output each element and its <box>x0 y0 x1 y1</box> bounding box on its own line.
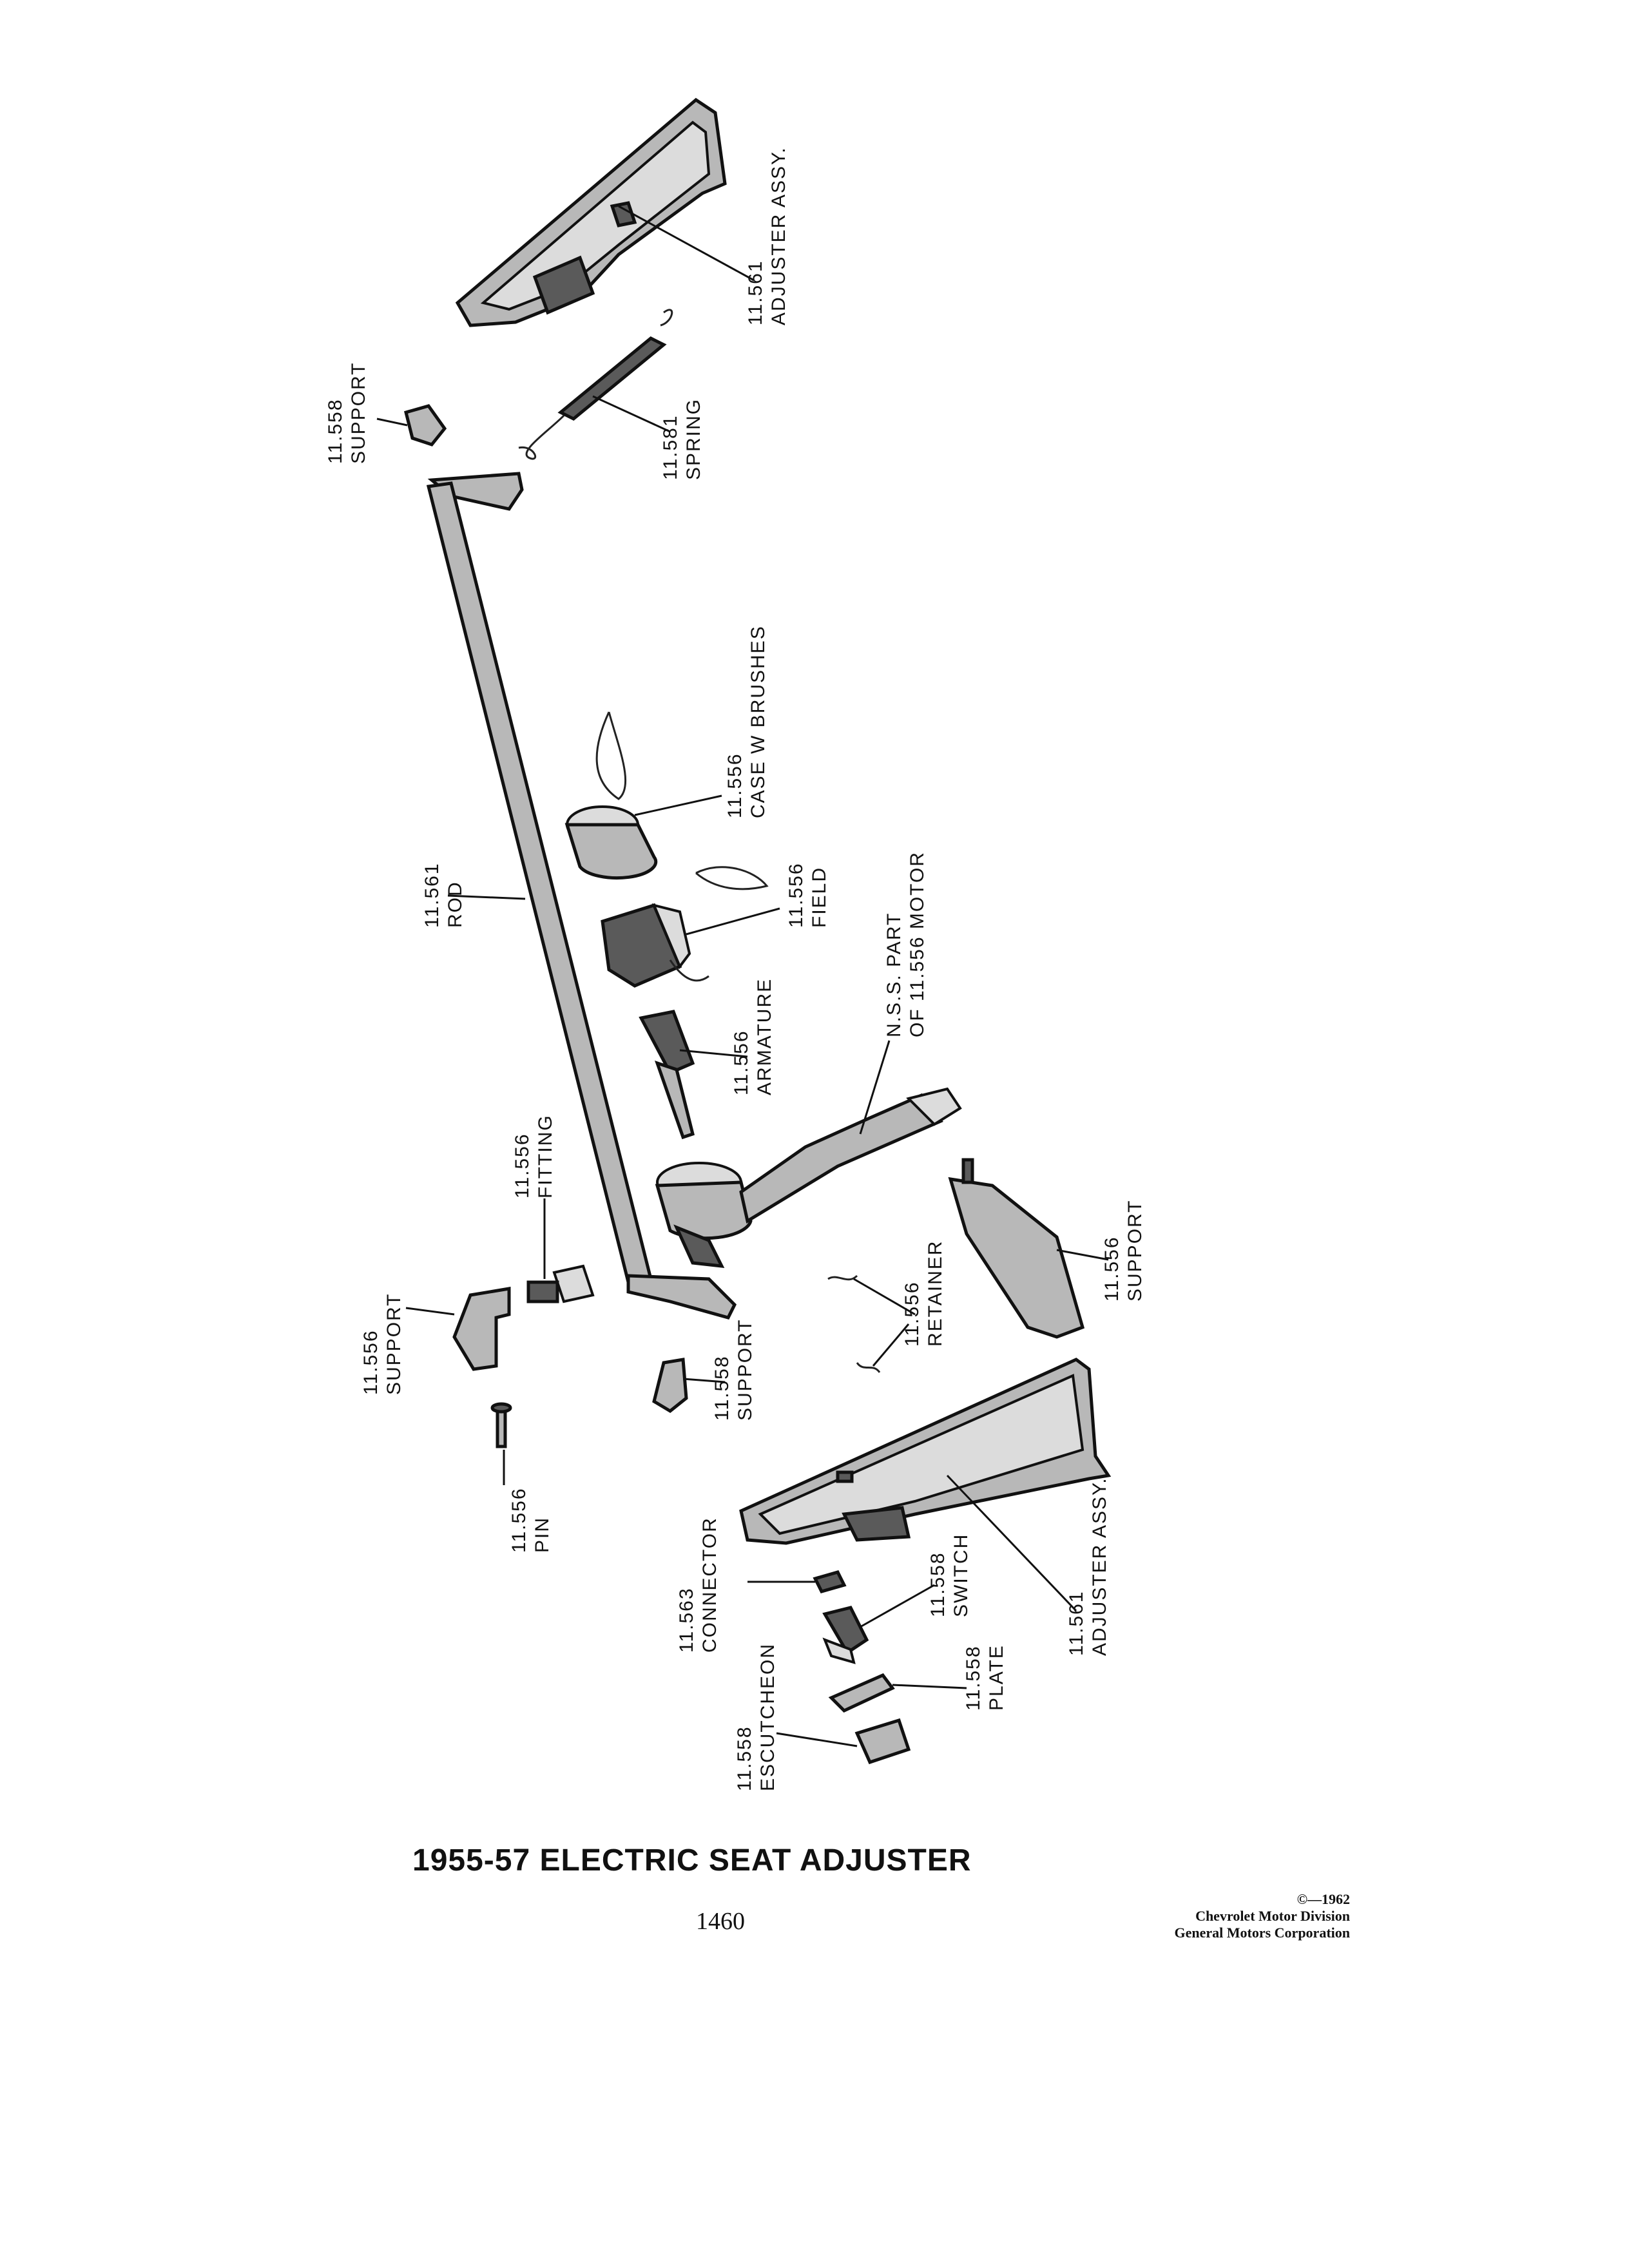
nss-part-line1: N.S.S. PART <box>883 912 905 1037</box>
page-number: 1460 <box>696 1908 745 1935</box>
adjuster-assembly-bottom-part <box>739 1358 1112 1545</box>
adjuster-assembly-top-part <box>455 97 727 327</box>
copyright-division: Chevrolet Motor Division <box>1195 1908 1350 1924</box>
switch-number: 11.558 <box>927 1552 949 1617</box>
support-right-name: SUPPORT <box>1124 1200 1146 1302</box>
connector-number: 11.563 <box>676 1587 697 1653</box>
support-mid-name: SUPPORT <box>735 1319 756 1421</box>
fitting-number: 11.556 <box>512 1133 533 1198</box>
escutcheon-part <box>854 1718 911 1765</box>
field-name: FIELD <box>809 867 830 928</box>
pin-part <box>490 1402 512 1448</box>
support-top-number: 11.558 <box>325 398 346 464</box>
switch-part <box>822 1606 869 1664</box>
field-number: 11.556 <box>786 862 807 928</box>
copyright-corporation: General Motors Corporation <box>1174 1925 1351 1941</box>
support-left-number: 11.556 <box>360 1329 381 1395</box>
pin-number: 11.556 <box>508 1487 530 1553</box>
copyright-year: ©—1962 <box>1296 1891 1350 1907</box>
fitting-name: FITTING <box>535 1114 556 1198</box>
spring-name: SPRING <box>683 398 704 480</box>
diagram-title: 1955-57 ELECTRIC SEAT ADJUSTER <box>412 1843 972 1878</box>
rod-number: 11.561 <box>421 862 443 928</box>
spring-number: 11.581 <box>660 414 681 480</box>
nss-part-line2: OF 11.556 MOTOR <box>907 851 928 1037</box>
case-with-brushes-part <box>564 711 658 880</box>
support-right-number: 11.556 <box>1101 1236 1123 1302</box>
copyright-block: ©—1962 Chevrolet Motor Division General … <box>1095 1891 1351 1941</box>
support-left-part <box>452 1287 511 1371</box>
connector-part <box>813 1570 847 1593</box>
support-left-name: SUPPORT <box>383 1293 405 1395</box>
plate-name: PLATE <box>986 1644 1007 1711</box>
pin-name: PIN <box>532 1517 553 1553</box>
switch-name: SWITCH <box>950 1533 972 1617</box>
spring-part <box>518 309 673 460</box>
field-part <box>601 866 769 988</box>
plate-number: 11.558 <box>963 1645 984 1711</box>
escutcheon-name: ESCUTCHEON <box>757 1643 778 1791</box>
case-w-brushes-number: 11.556 <box>724 753 746 818</box>
rod-part <box>426 472 737 1320</box>
support-right-part <box>948 1158 1085 1339</box>
support-mid-part <box>652 1358 688 1414</box>
armature-number: 11.556 <box>731 1030 752 1095</box>
motor-housing-part <box>655 1087 962 1268</box>
adjuster-assy-top-number: 11.561 <box>745 260 766 325</box>
adjuster-assy-top-name: ADJUSTER ASSY. <box>768 146 789 325</box>
support-mid-number: 11.558 <box>711 1355 733 1421</box>
armature-name: ARMATURE <box>754 978 775 1095</box>
escutcheon-number: 11.558 <box>734 1725 755 1791</box>
armature-part <box>639 1010 695 1140</box>
retainer-part <box>827 1274 881 1373</box>
retainer-number: 11.556 <box>901 1281 923 1347</box>
plate-part <box>828 1673 895 1713</box>
connector-name: CONNECTOR <box>699 1517 720 1653</box>
case-w-brushes-name: CASE W BRUSHES <box>747 625 769 818</box>
adjuster-assy-bottom-number: 11.561 <box>1066 1590 1087 1656</box>
retainer-name: RETAINER <box>925 1240 946 1347</box>
support-top-name: SUPPORT <box>348 362 369 464</box>
rod-name: ROD <box>445 881 466 928</box>
adjuster-assy-bottom-name: ADJUSTER ASSY. <box>1089 1477 1110 1656</box>
support-top-part <box>403 404 447 447</box>
leader-lines <box>376 205 1109 1747</box>
fitting-part <box>526 1264 595 1303</box>
